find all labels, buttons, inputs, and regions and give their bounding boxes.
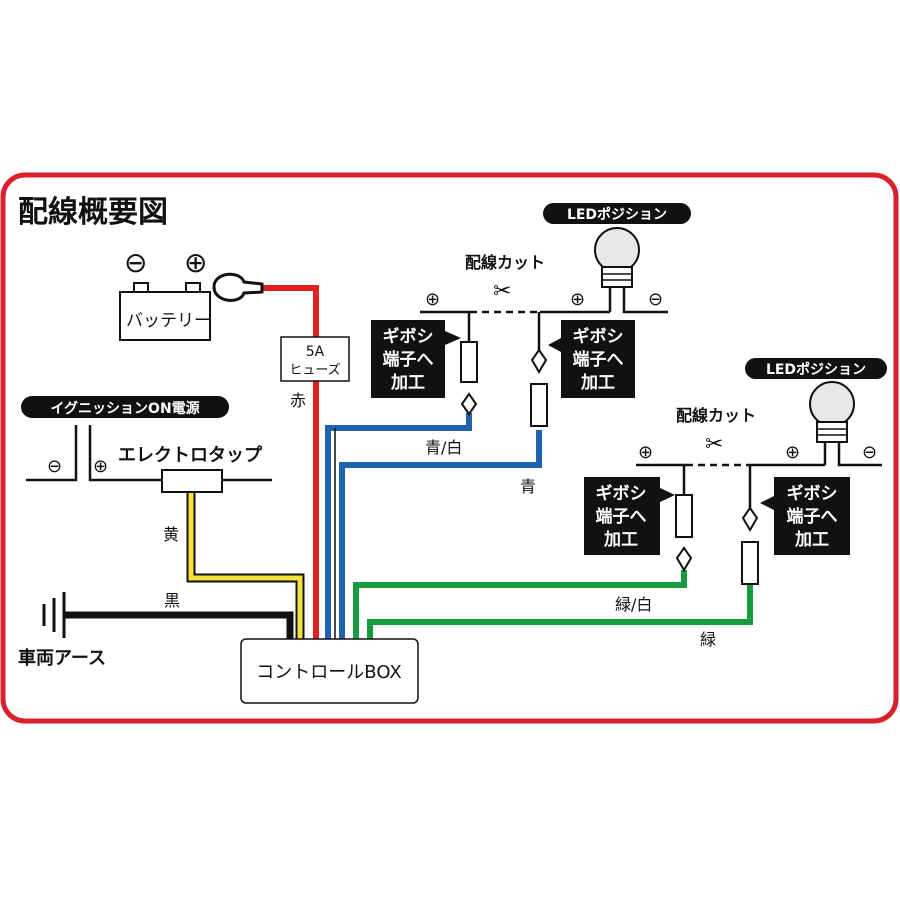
tap-label: エレクトロタップ — [118, 444, 263, 466]
ground-symbol — [42, 592, 66, 638]
right-female-connector — [675, 494, 693, 538]
fuse-box — [280, 336, 350, 382]
left-female-connector — [460, 341, 478, 383]
fuse-rating: 5A — [306, 344, 325, 360]
right-gibosi-b-line1: ギボシ — [787, 484, 838, 504]
right-female-connector-b — [741, 541, 759, 585]
green-white-wire — [353, 570, 687, 640]
black-wire — [64, 611, 294, 640]
ignition-label: イグニッションON電源 — [50, 400, 199, 417]
green-wire — [367, 585, 753, 640]
ignition-source: イグニッションON電源 ⊖ ⊕ — [21, 396, 272, 482]
left-cut-label: 配線カット — [465, 253, 545, 272]
right-gibosi-a-line3: 加工 — [603, 530, 638, 550]
right-lamp-bulb — [809, 381, 855, 427]
left-lamp-base — [601, 266, 633, 288]
left-gibosi-b-line3: 加工 — [580, 373, 615, 393]
blue-white-wire — [325, 413, 472, 640]
battery-minus-icon: ⊖ — [124, 246, 147, 279]
left-plus-icon-b: ⊕ — [570, 289, 585, 310]
control-box — [240, 638, 419, 704]
right-minus-icon: ⊖ — [862, 442, 877, 463]
right-lamp-base — [816, 421, 848, 443]
left-minus-icon: ⊖ — [648, 289, 663, 310]
ground-label: 車両アース — [18, 647, 106, 669]
ignition-pill — [21, 396, 229, 418]
right-gibosi-a-line1: ギボシ — [596, 484, 647, 504]
left-gibosi-callout-a: ギボシ 端子へ 加工 — [371, 320, 461, 398]
battery-clamp-icon — [212, 272, 264, 302]
right-cut-label: 配線カット — [676, 406, 756, 425]
ignition-plus-icon: ⊕ — [93, 456, 108, 477]
ignition-minus-wire — [26, 425, 78, 482]
left-gibosi-b-line1: ギボシ — [573, 327, 624, 347]
right-lamp-circuit: LEDポジション ⊕ ⊕ ⊖ 配線カット ✂ ギボシ 端子へ 加工 ギボシ 端子… — [584, 358, 887, 585]
right-plus-icon-a: ⊕ — [638, 442, 653, 463]
left-lamp-bulb — [594, 227, 640, 273]
wire-label-yellow: 黄 — [163, 525, 179, 544]
fuse: 5A ヒューズ — [280, 336, 350, 382]
right-gibosi-b-line3: 加工 — [794, 530, 829, 550]
control-box-label: コントロールBOX — [256, 662, 401, 683]
blue-wire — [339, 430, 542, 640]
right-gibosi-a-line2: 端子へ — [596, 506, 647, 527]
wire-label-red: 赤 — [290, 391, 306, 410]
left-gibosi-a-line1: ギボシ — [383, 327, 434, 347]
yellow-wire — [188, 492, 303, 640]
right-scissors-icon: ✂ — [705, 432, 723, 457]
right-male-tip-a — [675, 546, 693, 572]
left-male-tip-a — [460, 392, 478, 416]
left-gibosi-a-line2: 端子へ — [383, 349, 434, 370]
right-lamp-pill — [745, 358, 887, 379]
right-lamp-minus-lead — [837, 442, 882, 467]
left-gibosi-callout-b: ギボシ 端子へ 加工 — [548, 320, 635, 398]
left-lamp-pill — [543, 203, 691, 224]
wire-label-blue: 青 — [520, 477, 536, 496]
left-lamp-label: LEDポジション — [567, 206, 667, 223]
left-gibosi-b-line2: 端子へ — [573, 349, 624, 370]
battery-body — [119, 291, 211, 341]
right-plus-icon-b: ⊕ — [785, 442, 800, 463]
left-male-connector — [530, 348, 548, 374]
right-male-connector — [741, 506, 759, 532]
battery-terminal-minus — [133, 282, 149, 293]
right-gibosi-b-line2: 端子へ — [787, 506, 838, 527]
red-wire — [262, 285, 319, 640]
right-lamp-label: LEDポジション — [766, 361, 866, 378]
electro-tap — [161, 469, 223, 493]
battery-label: バッテリー — [126, 311, 211, 331]
left-gibosi-a-line3: 加工 — [390, 373, 425, 393]
wire-label-green-white: 緑/白 — [615, 595, 652, 614]
left-lamp-circuit: LEDポジション ⊕ ⊕ ⊖ 配線カット ✂ ギボシ 端子へ 加工 — [371, 203, 691, 427]
diagram-title: 配線概要図 — [18, 195, 168, 230]
fuse-label: ヒューズ — [289, 362, 340, 378]
battery-plus-icon: ⊕ — [184, 246, 207, 279]
right-gibosi-callout-b: ギボシ 端子へ 加工 — [760, 477, 850, 555]
left-female-connector-b — [530, 383, 548, 427]
wire-label-blue-white: 青/白 — [425, 438, 462, 457]
battery-terminal-plus — [185, 282, 201, 293]
battery: ⊖ ⊕ バッテリー — [119, 246, 264, 341]
wire-label-green: 緑 — [700, 630, 716, 649]
left-plus-icon-a: ⊕ — [425, 289, 440, 310]
right-gibosi-callout-a: ギボシ 端子へ 加工 — [584, 477, 675, 555]
ignition-minus-icon: ⊖ — [47, 456, 62, 477]
wire-label-black: 黒 — [164, 591, 180, 610]
left-lamp-minus-lead — [622, 287, 668, 314]
left-scissors-icon: ✂ — [493, 279, 511, 304]
